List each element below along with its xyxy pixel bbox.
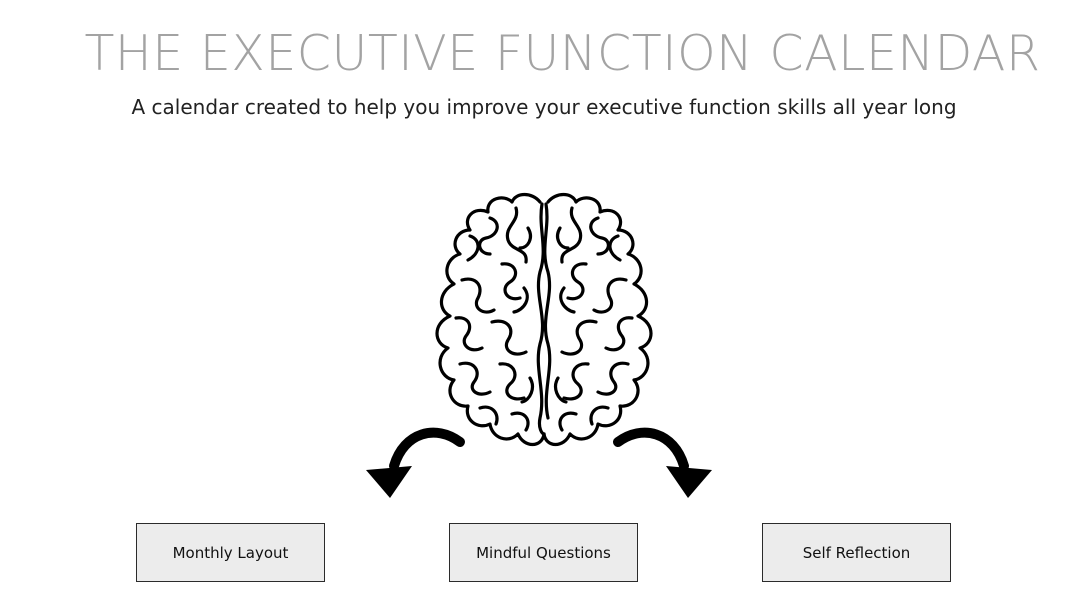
curved-arrow-down-left-icon (366, 427, 465, 498)
page-title: THE EXECUTIVE FUNCTION CALENDAR (84, 25, 1041, 82)
curved-arrow-down-right-icon (613, 427, 712, 498)
mindful-questions-button[interactable]: Mindful Questions (449, 523, 638, 582)
monthly-layout-button[interactable]: Monthly Layout (136, 523, 325, 582)
self-reflection-button[interactable]: Self Reflection (762, 523, 951, 582)
page-subtitle: A calendar created to help you improve y… (131, 95, 957, 119)
brain-icon (435, 192, 653, 447)
